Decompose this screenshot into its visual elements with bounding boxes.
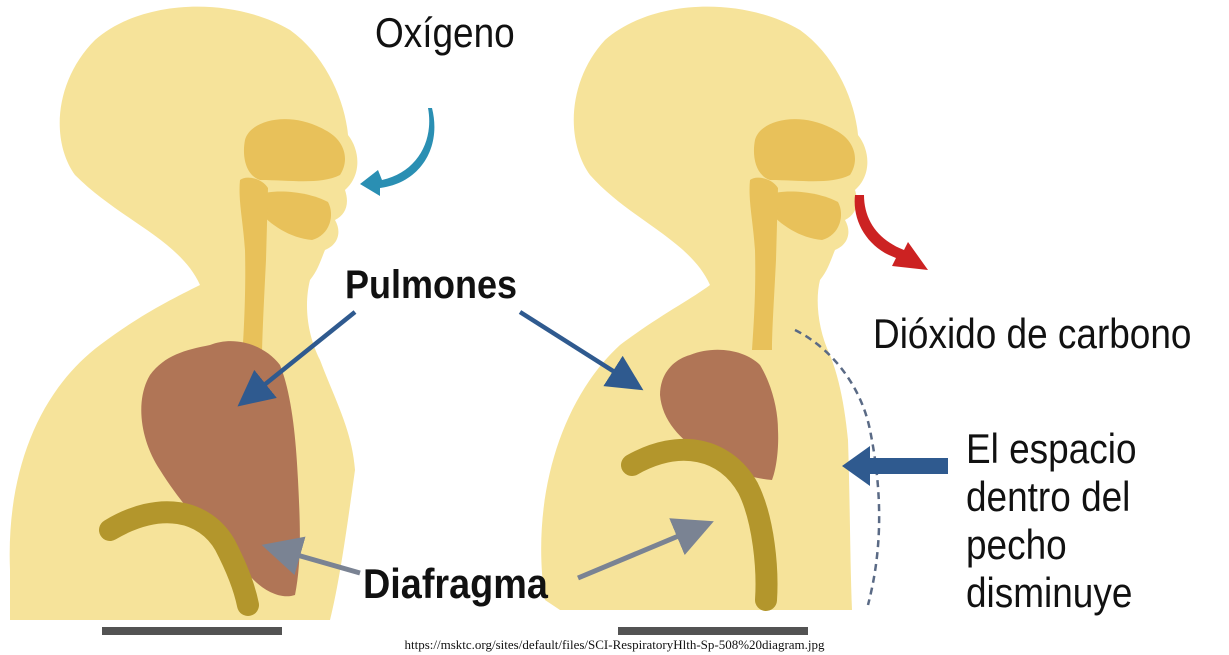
oxygen-label: Oxígeno xyxy=(375,12,515,54)
inhale-figure xyxy=(10,7,358,620)
source-url: https://msktc.org/sites/default/files/SC… xyxy=(0,637,1229,653)
exhale-arrow-icon xyxy=(855,195,928,270)
lungs-label: Pulmones xyxy=(345,265,517,305)
chest-space-line: pecho xyxy=(966,521,1195,569)
chest-pressure-arrow-icon xyxy=(842,446,948,486)
chest-space-line: El espacio xyxy=(966,425,1195,473)
diaphragm-label: Diafragma xyxy=(363,563,548,605)
cut-off-caption-left xyxy=(102,627,282,635)
body-silhouette-left xyxy=(10,7,358,620)
chest-space-note: El espacio dentro del pecho disminuye xyxy=(966,425,1195,617)
carbon-dioxide-label: Dióxido de carbono xyxy=(873,313,1191,355)
exhale-figure xyxy=(541,7,879,610)
body-silhouette-right xyxy=(541,7,867,610)
lungs-pointer-right xyxy=(520,312,632,383)
inhale-arrow-icon xyxy=(360,108,434,196)
chest-space-line: dentro del xyxy=(966,473,1195,521)
chest-space-line: disminuye xyxy=(966,569,1195,617)
cut-off-caption-right xyxy=(618,627,808,635)
